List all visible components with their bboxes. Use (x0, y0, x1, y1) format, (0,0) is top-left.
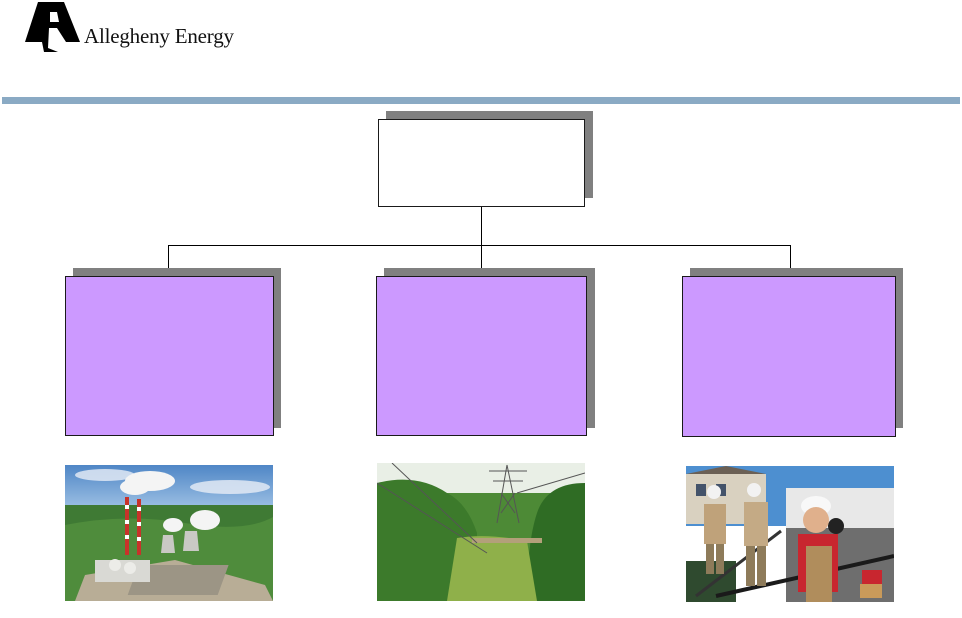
company-logo: Allegheny Energy (24, 2, 234, 52)
unit-box-center (376, 276, 587, 436)
power-plant-photo (65, 465, 273, 601)
connector-horizontal (168, 245, 791, 246)
unit-box-left (65, 276, 274, 436)
allegheny-energy-a-mark-icon (25, 2, 80, 52)
top-org-box (378, 119, 585, 207)
connector-right (790, 245, 791, 276)
unit-box-right (682, 276, 896, 437)
connector-trunk (481, 207, 482, 246)
line-workers-photo (686, 466, 894, 602)
transmission-lines-photo (377, 463, 585, 601)
connector-center (481, 245, 482, 276)
logo-wordmark: Allegheny Energy (84, 24, 234, 48)
connector-left (168, 245, 169, 276)
header-rule (2, 97, 960, 104)
